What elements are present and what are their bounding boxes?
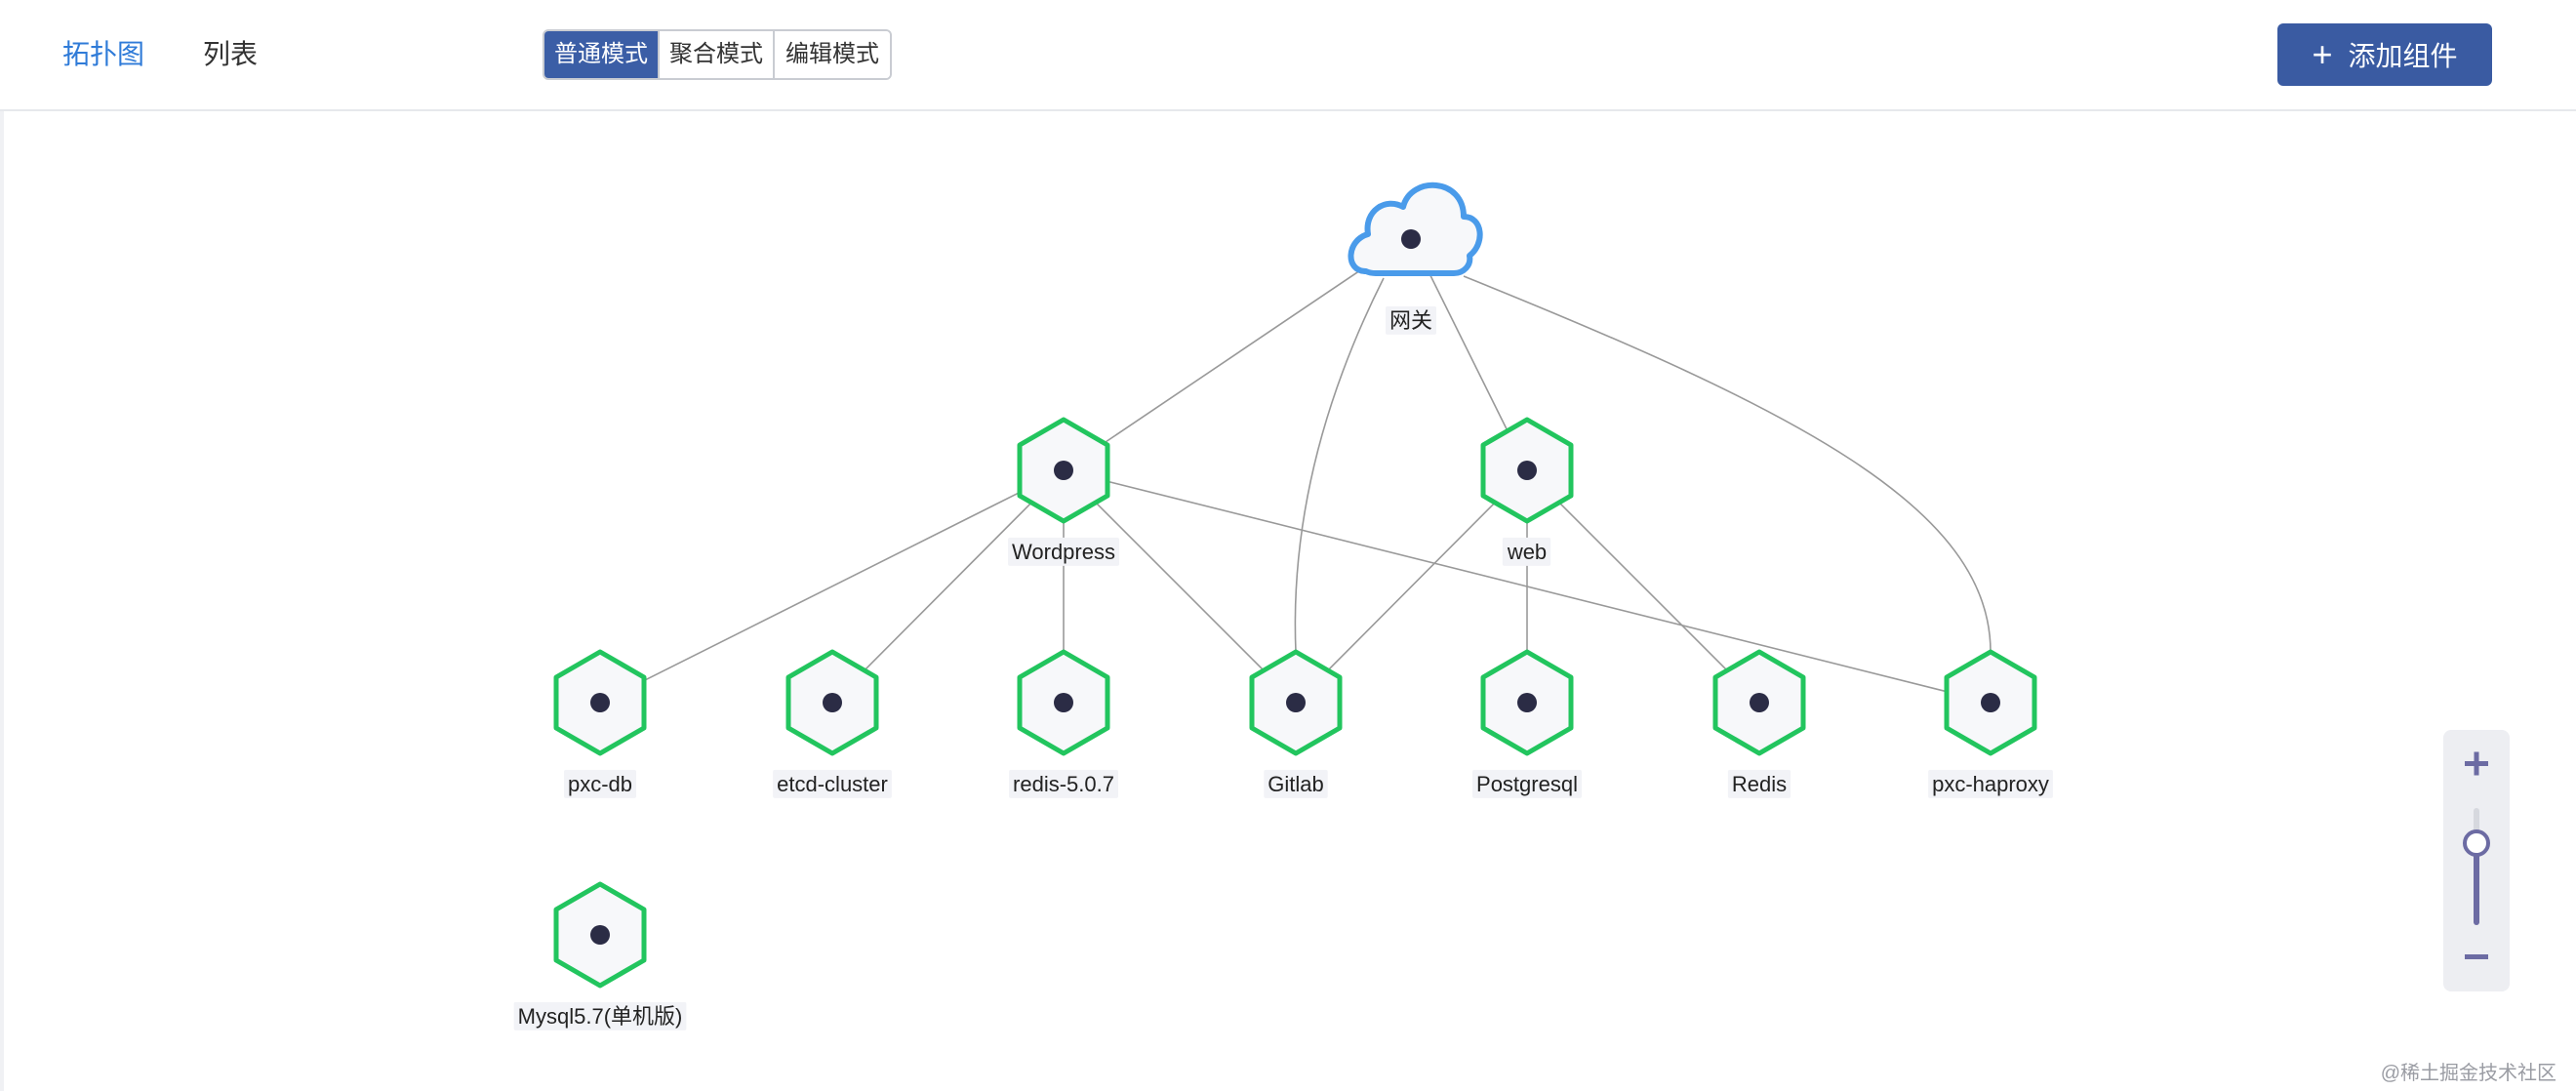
node-label: Redis bbox=[1732, 772, 1787, 796]
zoom-slider-handle[interactable] bbox=[2463, 829, 2490, 857]
add-component-label: 添加组件 bbox=[2348, 41, 2458, 71]
edge-gateway-gitlab bbox=[1294, 277, 1385, 653]
node-label: pxc-db bbox=[568, 772, 632, 796]
mode-edit-button[interactable]: 编辑模式 bbox=[775, 31, 890, 78]
node-label-bg bbox=[1009, 769, 1118, 798]
topology-node-wordpress[interactable]: Wordpress bbox=[1008, 417, 1119, 566]
edge-wordpress-etcd-cluster bbox=[831, 469, 1065, 704]
watermark: @稀土掘金技术社区 bbox=[2380, 1063, 2556, 1084]
node-label-bg bbox=[1928, 769, 2053, 798]
node-label: 网关 bbox=[1389, 308, 1432, 333]
node-label-bg bbox=[1472, 769, 1582, 798]
node-dot bbox=[1517, 693, 1537, 712]
edge-web-gitlab bbox=[1295, 469, 1528, 704]
node-label: etcd-cluster bbox=[777, 772, 888, 796]
node-dot bbox=[1517, 461, 1537, 480]
topology-node-pxc-db[interactable]: pxc-db bbox=[553, 649, 647, 798]
edge-web-redis bbox=[1526, 469, 1760, 704]
node-label-bg bbox=[563, 769, 637, 798]
node-dot bbox=[823, 693, 842, 712]
node-label-bg bbox=[1727, 769, 1791, 798]
tab-list[interactable]: 列表 bbox=[203, 39, 259, 69]
node-dot bbox=[1286, 693, 1306, 712]
plus-icon bbox=[2465, 751, 2488, 776]
node-dot bbox=[1401, 229, 1421, 249]
node-label: web bbox=[1507, 540, 1547, 564]
topology-node-redis-5.0.7[interactable]: redis-5.0.7 bbox=[1009, 649, 1118, 798]
zoom-in-button[interactable] bbox=[2443, 740, 2510, 788]
node-dot bbox=[1054, 461, 1073, 480]
cloud-icon bbox=[1348, 182, 1483, 276]
node-dot bbox=[590, 925, 610, 945]
plus-icon: + bbox=[2312, 34, 2333, 74]
edge-layer bbox=[599, 235, 1992, 704]
node-dot bbox=[1054, 693, 1073, 712]
node-label: pxc-haproxy bbox=[1932, 772, 2049, 796]
tab-topology[interactable]: 拓扑图 bbox=[62, 39, 145, 69]
topology-node-pxc-haproxy[interactable]: pxc-haproxy bbox=[1928, 649, 2053, 798]
mode-normal-button[interactable]: 普通模式 bbox=[544, 31, 660, 78]
node-label: Postgresql bbox=[1476, 772, 1578, 796]
node-label: Wordpress bbox=[1012, 540, 1115, 564]
topology-node-etcd-cluster[interactable]: etcd-cluster bbox=[773, 649, 892, 798]
edge-wordpress-pxc-db bbox=[599, 469, 1065, 704]
node-label-bg bbox=[1264, 769, 1328, 798]
mode-aggregate-button[interactable]: 聚合模式 bbox=[660, 31, 775, 78]
node-dot bbox=[590, 693, 610, 712]
node-label: Gitlab bbox=[1268, 772, 1323, 796]
node-dot bbox=[1981, 693, 2000, 712]
topology-node-web[interactable]: web bbox=[1480, 417, 1574, 566]
add-component-button[interactable]: + 添加组件 bbox=[2277, 23, 2492, 86]
topology-node-postgresql[interactable]: Postgresql bbox=[1472, 649, 1582, 798]
node-layer: 网关 Wordpress web pxc-db etcd-cluster redis-5.… bbox=[513, 182, 2053, 1030]
zoom-out-button[interactable] bbox=[2443, 933, 2510, 982]
node-label-bg bbox=[1502, 537, 1551, 566]
edge-gateway-wordpress bbox=[1063, 235, 1412, 471]
topology-node-redis[interactable]: Redis bbox=[1712, 649, 1806, 798]
edge-gateway-pxc-haproxy bbox=[1463, 275, 1992, 653]
edge-wordpress-gitlab bbox=[1063, 469, 1297, 704]
node-label-bg bbox=[1385, 305, 1437, 335]
node-label: redis-5.0.7 bbox=[1013, 772, 1114, 796]
minus-icon bbox=[2465, 954, 2488, 959]
zoom-slider-fill bbox=[2474, 843, 2479, 925]
mode-switch: 普通模式 聚合模式 编辑模式 bbox=[543, 29, 892, 80]
topology-node-gateway[interactable]: 网关 bbox=[1348, 182, 1483, 335]
node-label: Mysql5.7(单机版) bbox=[518, 1004, 683, 1029]
node-label-bg bbox=[773, 769, 892, 798]
left-edge bbox=[0, 0, 4, 1091]
node-label-bg bbox=[513, 1001, 687, 1030]
topology-node-gitlab[interactable]: Gitlab bbox=[1249, 649, 1343, 798]
zoom-control bbox=[2443, 730, 2510, 991]
node-dot bbox=[1750, 693, 1769, 712]
toolbar: 拓扑图 列表 普通模式 聚合模式 编辑模式 + 添加组件 bbox=[0, 0, 2576, 111]
topology-node-mysql[interactable]: Mysql5.7(单机版) bbox=[513, 881, 687, 1030]
node-label-bg bbox=[1008, 537, 1119, 566]
